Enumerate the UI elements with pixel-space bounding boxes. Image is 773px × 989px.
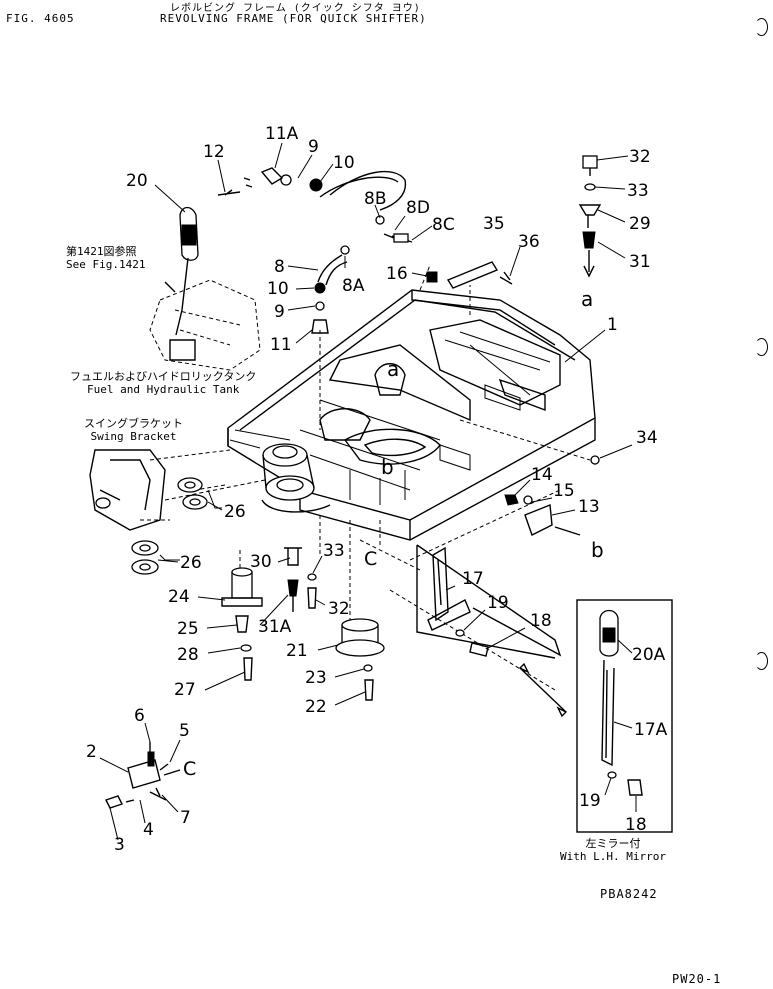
callout-26: 26: [180, 553, 202, 573]
callout-19: 19: [579, 791, 601, 811]
callout-1: 1: [607, 315, 618, 335]
callout-6: 6: [134, 706, 145, 726]
callout-2: 2: [86, 742, 97, 762]
callout-17a: 17A: [634, 720, 668, 740]
callout-28: 28: [177, 645, 199, 665]
callout-10: 10: [267, 279, 289, 299]
leader-lines: [99, 142, 637, 841]
callout-11a: 11A: [265, 124, 299, 144]
revolving-frame: [227, 289, 596, 541]
callout-20a: 20A: [632, 645, 666, 665]
callout-22: 22: [305, 697, 327, 717]
cover-35: [446, 261, 499, 289]
drawing-code: PBA8242: [600, 887, 658, 901]
binder-hole: [755, 652, 768, 670]
swing-bracket-note: スイングブラケット Swing Bracket: [84, 417, 183, 443]
callout-27: 27: [174, 680, 196, 700]
callout-b: b: [381, 455, 394, 479]
callout-15: 15: [553, 481, 575, 501]
callout-29: 29: [629, 214, 651, 234]
callout-32: 32: [629, 147, 651, 167]
callout-19: 19: [487, 593, 509, 613]
lower-components: [221, 547, 385, 701]
mirror-20: [164, 206, 199, 336]
bracket-13: [504, 455, 600, 536]
callout-12: 12: [203, 142, 225, 162]
see-fig-note: 第1421図参照 See Fig.1421: [66, 245, 145, 271]
callout-36: 36: [518, 232, 540, 252]
callout-18: 18: [530, 611, 552, 631]
mirror-inset: [576, 599, 673, 833]
callout-31: 31: [629, 252, 651, 272]
fuel-tank-note: フュエルおよびハイドロリックタンク Fuel and Hydraulic Tan…: [70, 370, 256, 396]
callout-17: 17: [462, 569, 484, 589]
callout-8d: 8D: [406, 198, 430, 218]
callout-20: 20: [126, 171, 148, 191]
mirror-en: With L.H. Mirror: [560, 850, 666, 863]
swing-bracket-jp: スイングブラケット: [84, 417, 183, 430]
callout-33: 33: [627, 181, 649, 201]
fuel-tank-outline: [149, 279, 261, 371]
callout-11: 11: [270, 335, 292, 355]
callout-4: 4: [143, 820, 154, 840]
callout-23: 23: [305, 668, 327, 688]
see-fig-en: See Fig.1421: [66, 258, 146, 271]
callout-33: 33: [323, 541, 345, 561]
callout-34: 34: [636, 428, 658, 448]
title-english: REVOLVING FRAME (FOR QUICK SHIFTER): [160, 12, 427, 25]
fuel-tank-jp: フュエルおよびハイドロリックタンク: [70, 370, 257, 383]
callout-8: 8: [274, 257, 285, 277]
swing-bracket-en: Swing Bracket: [90, 430, 177, 443]
see-fig-jp: 第1421図参照: [66, 245, 137, 258]
mirror-stay-17: [416, 544, 562, 659]
callout-9: 9: [308, 137, 319, 157]
callout-35: 35: [483, 214, 505, 234]
binder-hole: [755, 338, 768, 356]
callout-7: 7: [180, 808, 191, 828]
callout-a: a: [581, 287, 593, 311]
callouts: 20 12 11A 9 10 8B 8D 8C 35 36 32 33 29 3…: [86, 124, 668, 855]
callout-5: 5: [179, 721, 190, 741]
callout-8a: 8A: [342, 276, 365, 296]
washer-26: [131, 477, 222, 575]
callout-13: 13: [578, 497, 600, 517]
callout-8c: 8C: [432, 215, 455, 235]
callout-c: C: [364, 548, 377, 570]
callout-32: 32: [328, 599, 350, 619]
callout-30: 30: [250, 552, 272, 572]
callout-26: 26: [224, 502, 246, 522]
page-code: PW20-1: [672, 972, 722, 986]
callout-10: 10: [333, 153, 355, 173]
callout-31a: 31A: [258, 617, 292, 637]
callout-21: 21: [286, 641, 308, 661]
title-japanese: レボルビング フレーム (クイック シフタ ヨウ): [170, 3, 421, 14]
swing-bracket: [89, 449, 166, 531]
callout-18: 18: [625, 815, 647, 835]
callout-24: 24: [168, 587, 190, 607]
callout-16: 16: [386, 264, 408, 284]
callout-a: a: [387, 357, 399, 381]
clamp-assembly: [105, 742, 181, 809]
callout-9: 9: [274, 302, 285, 322]
binder-hole: [755, 18, 768, 36]
callout-c: C: [183, 758, 196, 780]
callout-3: 3: [114, 835, 125, 855]
hose-assembly: [217, 167, 438, 334]
fitting-stack: [578, 155, 602, 278]
fuel-tank-en: Fuel and Hydraulic Tank: [87, 383, 240, 396]
callout-25: 25: [177, 619, 199, 639]
callout-8b: 8B: [364, 189, 386, 209]
mirror-jp: 左ミラー付: [585, 837, 641, 850]
figure-number: FIG. 4605: [6, 12, 75, 25]
callout-b: b: [591, 538, 604, 562]
mirror-note: 左ミラー付 With L.H. Mirror: [560, 837, 666, 863]
callout-14: 14: [531, 465, 553, 485]
